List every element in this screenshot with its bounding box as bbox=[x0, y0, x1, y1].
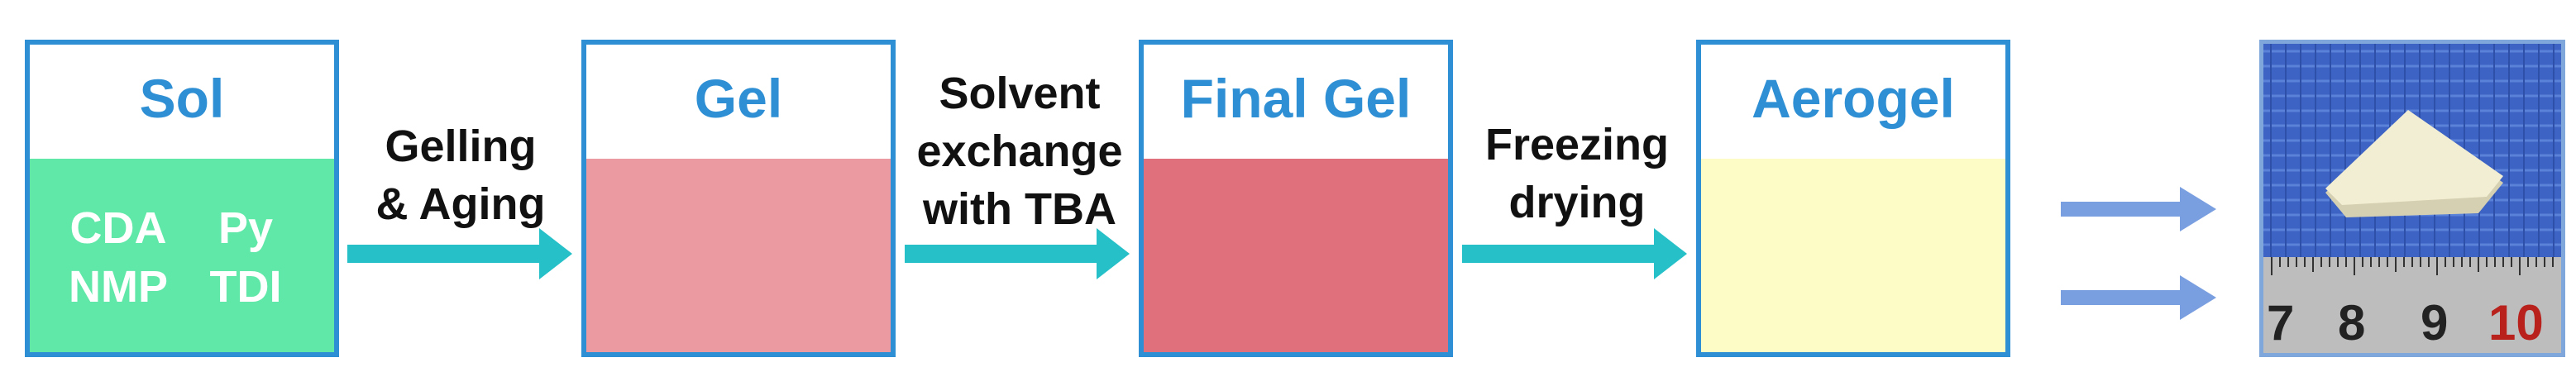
ruler: 7 8 9 10 bbox=[2263, 257, 2561, 353]
aerogel-sample-photo: 7 8 9 10 bbox=[2259, 40, 2565, 357]
step-line: Freezing bbox=[1484, 120, 1670, 169]
step-line: Gelling bbox=[385, 122, 537, 171]
step-line: & Aging bbox=[375, 179, 546, 229]
final-gel-fill bbox=[1144, 159, 1448, 352]
ruler-number: 10 bbox=[2488, 295, 2544, 350]
component-label: NMP bbox=[69, 261, 168, 312]
arrow-final-gel-to-aerogel bbox=[1462, 228, 1687, 279]
stage-title: Gel bbox=[694, 68, 783, 129]
stage-aerogel: Aerogel bbox=[1696, 40, 2010, 357]
stage-gel: Gel bbox=[581, 40, 896, 357]
arrow-result-upper bbox=[2061, 187, 2216, 231]
stage-final-gel: Final Gel bbox=[1139, 40, 1453, 357]
component-label: TDI bbox=[209, 261, 282, 312]
arrow-gel-to-final-gel bbox=[905, 228, 1130, 279]
aerogel-fill bbox=[1701, 159, 2005, 352]
ruler-number: 8 bbox=[2338, 295, 2365, 350]
stage-title: Final Gel bbox=[1180, 68, 1412, 129]
sol-contents: CDA Py NMP TDI bbox=[30, 159, 334, 352]
ruler-number: 7 bbox=[2267, 295, 2294, 350]
step-label-freezing-drying: Freezing drying bbox=[1457, 116, 1697, 231]
step-line: exchange bbox=[916, 126, 1123, 176]
arrow-sol-to-gel bbox=[347, 228, 572, 279]
step-line: Solvent bbox=[939, 69, 1101, 118]
stage-sol: Sol CDA Py NMP TDI bbox=[25, 40, 339, 357]
step-line: with TBA bbox=[923, 184, 1116, 234]
ruler-number: 9 bbox=[2421, 295, 2448, 350]
sol-fill bbox=[30, 159, 334, 352]
stage-title: Aerogel bbox=[1752, 68, 1955, 129]
step-line: drying bbox=[1508, 178, 1646, 227]
step-label-solvent-exchange: Solvent exchange with TBA bbox=[900, 64, 1140, 238]
component-label: Py bbox=[217, 203, 274, 253]
gel-fill bbox=[586, 159, 891, 352]
photo-drawing: 7 8 9 10 bbox=[2263, 44, 2561, 353]
stage-title: Sol bbox=[139, 68, 225, 129]
step-label-gelling: Gelling & Aging bbox=[341, 117, 581, 233]
component-label: CDA bbox=[69, 203, 167, 253]
arrow-result-lower bbox=[2061, 275, 2216, 320]
sample-piece bbox=[2325, 110, 2503, 217]
